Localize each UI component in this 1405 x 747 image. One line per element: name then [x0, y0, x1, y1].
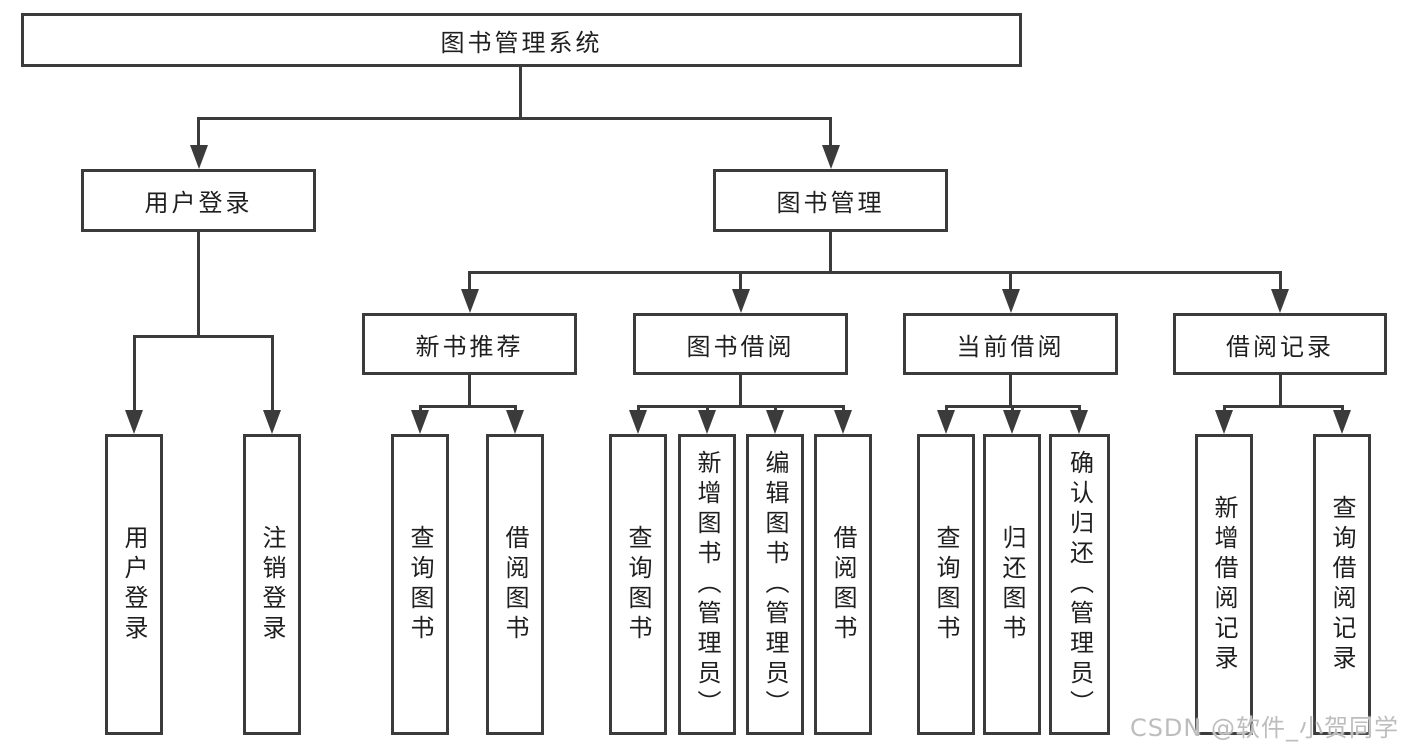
arrowhead-borrow-records — [1271, 289, 1289, 313]
leaf-confirm-return-admin: 确认归还（管理员） — [1049, 434, 1110, 735]
connector-drop-book-borrowing — [739, 271, 742, 291]
leaf-query-books-recommend: 查询图书 — [391, 434, 449, 735]
node-current-borrowing: 当前借阅 — [903, 313, 1118, 375]
node-user-login: 用户登录 — [81, 169, 316, 232]
leaf-add-book-admin: 新增图书（管理员） — [678, 434, 736, 735]
connector-user-login-trunk — [197, 232, 200, 338]
leaf-logout: 注销登录 — [243, 434, 301, 735]
arrowhead-leaf-query-books-recommend — [411, 410, 429, 434]
connector-drop-leaf — [945, 405, 948, 412]
connector-drop-new-book-recommend — [468, 271, 471, 291]
node-new-book-recommend: 新书推荐 — [362, 313, 577, 375]
leaf-query-books-borrowing: 查询图书 — [609, 434, 667, 735]
connector-drop-leaf — [637, 405, 640, 412]
leaf-edit-book-admin-label: 编辑图书（管理员） — [761, 449, 789, 720]
leaf-borrow-books-recommend: 借阅图书 — [486, 434, 544, 735]
arrowhead-user-login — [190, 145, 208, 169]
connector-drop-leaf-user-login — [133, 335, 136, 412]
leaf-borrow-books-borrowing-label: 借阅图书 — [829, 524, 857, 645]
leaf-query-books-recommend-label: 查询图书 — [406, 524, 434, 645]
connector-drop-leaf — [1078, 405, 1081, 412]
node-book-borrowing-label: 图书借阅 — [686, 332, 795, 361]
connector-drop-leaf — [1223, 405, 1226, 412]
leaf-borrow-books-recommend-label: 借阅图书 — [501, 524, 529, 645]
arrowhead-leaf-borrow-books-borrowing — [834, 410, 852, 434]
connector-drop-book-management — [829, 117, 832, 147]
node-current-borrowing-label: 当前借阅 — [956, 332, 1065, 361]
connector-records-trunk — [1279, 375, 1282, 408]
arrowhead-leaf-edit-book-admin — [766, 410, 784, 434]
leaf-query-books-current: 查询图书 — [917, 434, 975, 735]
leaf-add-book-admin-label: 新增图书（管理员） — [693, 449, 721, 720]
connector-level1-rail — [197, 117, 832, 120]
leaf-add-borrow-record-label: 新增借阅记录 — [1210, 494, 1238, 675]
connector-drop-current-borrowing — [1009, 271, 1012, 291]
arrowhead-new-book-recommend — [461, 289, 479, 313]
leaf-return-book: 归还图书 — [983, 434, 1041, 735]
leaf-query-borrow-record: 查询借阅记录 — [1313, 434, 1371, 735]
connector-drop-user-login — [197, 117, 200, 147]
leaf-query-borrow-record-label: 查询借阅记录 — [1328, 494, 1356, 675]
node-book-management: 图书管理 — [713, 169, 948, 232]
node-borrow-records-label: 借阅记录 — [1226, 332, 1334, 361]
leaf-user-login-label: 用户登录 — [120, 524, 148, 645]
connector-current-trunk — [1009, 375, 1012, 408]
node-book-borrowing: 图书借阅 — [633, 313, 848, 375]
connector-recommend-trunk — [468, 375, 471, 408]
arrowhead-leaf-logout — [263, 410, 281, 434]
arrowhead-current-borrowing — [1002, 289, 1020, 313]
arrowhead-leaf-user-login — [125, 410, 143, 434]
arrowhead-leaf-query-borrow-record — [1333, 410, 1351, 434]
connector-borrowing-rail — [637, 405, 844, 408]
csdn-watermark: CSDN @软件_小贺同学 — [1129, 714, 1399, 742]
leaf-confirm-return-admin-label: 确认归还（管理员） — [1065, 449, 1094, 720]
connector-drop-leaf — [842, 405, 845, 412]
arrowhead-leaf-confirm-return-admin — [1070, 410, 1088, 434]
arrowhead-leaf-add-book-admin — [698, 410, 716, 434]
connector-records-rail — [1223, 405, 1343, 408]
connector-user-login-rail — [133, 335, 274, 338]
connector-root-trunk — [519, 67, 522, 119]
connector-drop-borrow-records — [1279, 271, 1282, 291]
leaf-return-book-label: 归还图书 — [998, 524, 1026, 645]
connector-recommend-rail — [419, 405, 516, 408]
node-root: 图书管理系统 — [21, 13, 1022, 67]
connector-borrowing-trunk — [739, 375, 742, 408]
connector-book-management-trunk — [829, 232, 832, 274]
connector-drop-leaf — [706, 405, 709, 412]
arrowhead-leaf-query-books-current — [937, 410, 955, 434]
node-borrow-records: 借阅记录 — [1173, 313, 1387, 375]
leaf-logout-label: 注销登录 — [258, 524, 286, 645]
arrowhead-leaf-query-books-borrowing — [629, 410, 647, 434]
connector-drop-leaf — [774, 405, 777, 412]
arrowhead-leaf-return-book — [1003, 410, 1021, 434]
node-user-login-label: 用户登录 — [144, 189, 253, 217]
leaf-query-books-current-label: 查询图书 — [932, 524, 960, 645]
arrowhead-book-management — [822, 145, 840, 169]
connector-drop-leaf-logout — [271, 335, 274, 412]
node-new-book-recommend-label: 新书推荐 — [415, 332, 524, 361]
leaf-user-login: 用户登录 — [105, 434, 163, 735]
connector-drop-leaf — [1011, 405, 1014, 412]
node-book-management-label: 图书管理 — [776, 189, 885, 217]
leaf-add-borrow-record: 新增借阅记录 — [1195, 434, 1253, 735]
leaf-edit-book-admin: 编辑图书（管理员） — [746, 434, 804, 735]
leaf-query-books-borrowing-label: 查询图书 — [624, 524, 652, 645]
connector-drop-leaf — [419, 405, 422, 412]
arrowhead-leaf-add-borrow-record — [1215, 410, 1233, 434]
connector-level3-rail — [468, 271, 1282, 274]
connector-drop-leaf — [1341, 405, 1344, 412]
leaf-borrow-books-borrowing: 借阅图书 — [814, 434, 872, 735]
arrowhead-leaf-borrow-books-recommend — [506, 410, 524, 434]
connector-drop-leaf — [514, 405, 517, 412]
arrowhead-book-borrowing — [732, 289, 750, 313]
node-root-label: 图书管理系统 — [440, 28, 603, 57]
